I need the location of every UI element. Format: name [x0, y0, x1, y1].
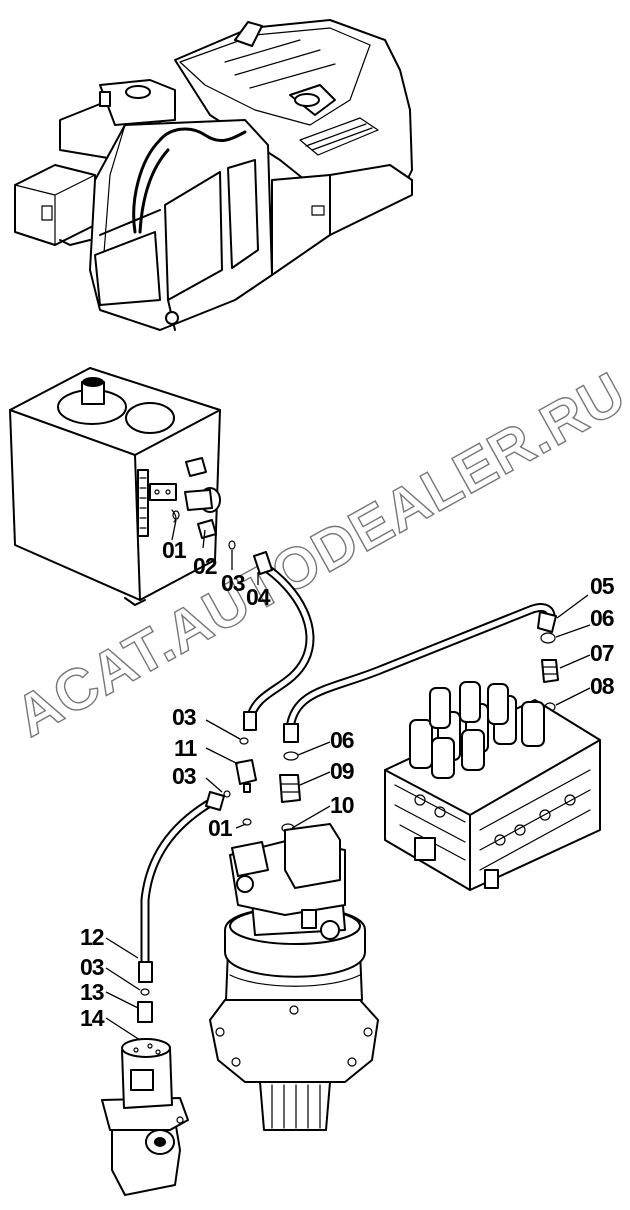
excavator-illustration [14, 19, 413, 331]
label-03-lower: 03 [172, 763, 196, 789]
label-10: 10 [330, 792, 354, 818]
label-03-mid: 03 [172, 704, 196, 730]
label-09: 09 [330, 758, 354, 784]
label-07: 07 [590, 640, 614, 666]
label-03-bottom: 03 [80, 954, 104, 980]
leader-lines [105, 519, 591, 1041]
label-04: 04 [246, 584, 271, 610]
label-01-tank: 01 [162, 537, 187, 563]
label-03-top: 03 [221, 570, 245, 596]
hose-12 [138, 791, 225, 983]
swivel-joint [101, 1038, 189, 1196]
label-01-motor: 01 [208, 815, 233, 841]
label-06-mid: 06 [330, 727, 354, 753]
label-08: 08 [590, 673, 615, 699]
label-11: 11 [174, 735, 198, 761]
small-parts [137, 510, 559, 1023]
hose-05 [283, 603, 557, 743]
label-12: 12 [80, 924, 104, 950]
label-02: 02 [193, 553, 217, 579]
control-valve [384, 681, 601, 891]
swing-motor [209, 823, 379, 1131]
callout-labels: 01 02 03 04 05 06 07 08 03 06 11 09 03 0… [80, 537, 616, 1031]
hose-04 [243, 551, 315, 731]
label-13: 13 [80, 979, 104, 1005]
label-06-right: 06 [590, 605, 614, 631]
label-14: 14 [80, 1005, 105, 1031]
label-05: 05 [590, 573, 615, 599]
hydraulic-tank [9, 367, 221, 606]
